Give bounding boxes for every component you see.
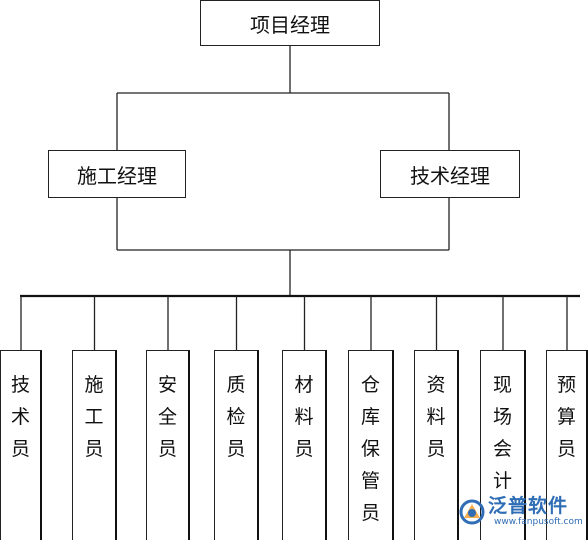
staff-node: 安全员 <box>146 350 190 540</box>
watermark-name: 泛普软件 <box>488 495 569 517</box>
manager-node-label: 施工经理 <box>77 163 157 188</box>
staff-node-label: 技术员 <box>10 374 30 460</box>
root-node-label: 项目经理 <box>250 12 330 37</box>
manager-node-construction: 施工经理 <box>48 150 186 198</box>
staff-node: 预算员 <box>546 350 588 540</box>
staff-node-label: 材料员 <box>294 374 314 460</box>
staff-node: 现场会计 <box>480 350 526 540</box>
staff-node-label: 质检员 <box>226 374 246 460</box>
staff-node: 资料员 <box>414 350 459 540</box>
staff-node-label: 预算员 <box>556 374 576 460</box>
staff-node: 质检员 <box>214 350 259 540</box>
staff-node-label: 安全员 <box>157 374 177 460</box>
staff-node: 技术员 <box>0 350 42 540</box>
watermark-logo: 泛普软件 www.fanpusoft.com <box>458 490 586 534</box>
staff-node-label: 资料员 <box>426 374 446 460</box>
staff-node: 仓库保管员 <box>348 350 394 540</box>
fanpu-logo-icon <box>459 499 485 525</box>
manager-node-technical: 技术经理 <box>380 150 520 198</box>
staff-node: 材料员 <box>282 350 327 540</box>
root-node-project-manager: 项目经理 <box>200 0 380 46</box>
manager-node-label: 技术经理 <box>410 163 490 188</box>
staff-node-label: 现场会计 <box>492 374 512 492</box>
watermark-url: www.fanpusoft.com <box>494 517 583 527</box>
staff-node: 施工员 <box>72 350 117 540</box>
staff-node-label: 仓库保管员 <box>360 374 380 524</box>
staff-node-label: 施工员 <box>84 374 104 460</box>
